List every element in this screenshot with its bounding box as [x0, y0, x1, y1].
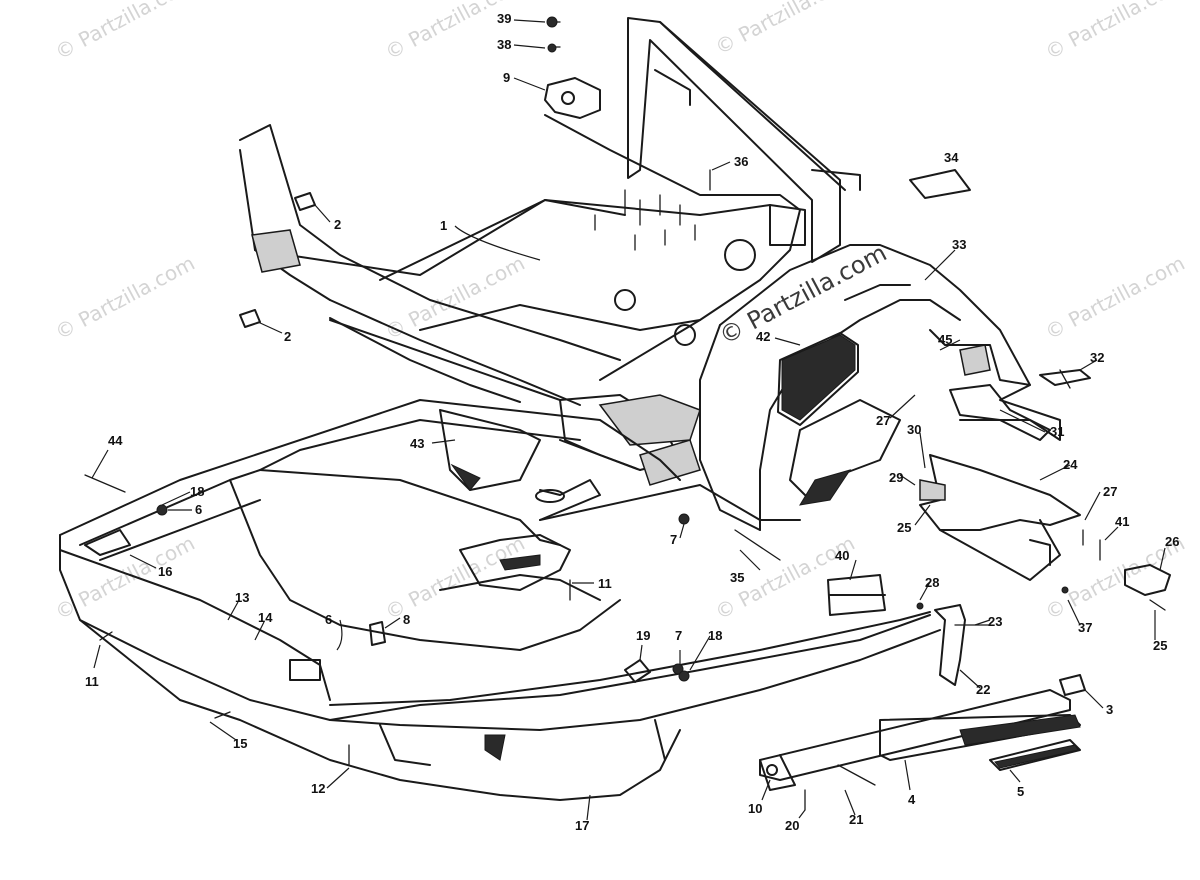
callout-5: 5 — [1017, 784, 1024, 799]
callout-14: 14 — [258, 610, 273, 625]
callout-31: 31 — [1050, 424, 1064, 439]
rear-tunnel — [699, 244, 1091, 531]
callout-labels: 1 2 2 3 4 5 6 6 7 7 8 9 10 11 11 12 13 1… — [85, 11, 1179, 833]
callout-6: 6 — [325, 612, 332, 627]
callout-16: 16 — [158, 564, 172, 579]
watermark-layer: © Partzilla.com © Partzilla.com © Partzi… — [51, 0, 1189, 624]
callout-19: 19 — [636, 628, 650, 643]
watermark: © Partzilla.com — [381, 0, 529, 64]
callout-11: 11 — [598, 576, 612, 591]
callout-12: 12 — [311, 781, 325, 796]
headlight — [544, 16, 601, 119]
callout-leaders — [91, 19, 1166, 821]
callout-37: 37 — [1078, 620, 1092, 635]
callout-27: 27 — [1103, 484, 1117, 499]
callout-20: 20 — [785, 818, 799, 833]
callout-17: 17 — [575, 818, 589, 833]
rear-bracket — [919, 454, 1171, 596]
callout-29: 29 — [889, 470, 903, 485]
callout-23: 23 — [988, 614, 1002, 629]
watermark: © Partzilla.com — [1041, 251, 1189, 345]
callout-4: 4 — [908, 792, 916, 807]
callout-1: 1 — [440, 218, 447, 233]
callout-7: 7 — [675, 628, 682, 643]
callout-28: 28 — [925, 575, 939, 590]
callout-13: 13 — [235, 590, 249, 605]
watermark: © Partzilla.com — [381, 251, 529, 345]
callout-32: 32 — [1090, 350, 1104, 365]
callout-10: 10 — [748, 801, 762, 816]
running-boards — [759, 574, 1086, 791]
watermark: © Partzilla.com — [711, 0, 859, 59]
callout-21: 21 — [849, 812, 863, 827]
callout-22: 22 — [976, 682, 990, 697]
decal — [909, 169, 971, 199]
callout-44: 44 — [108, 433, 123, 448]
callout-30: 30 — [907, 422, 921, 437]
callout-40: 40 — [835, 548, 849, 563]
callout-11: 11 — [85, 674, 99, 689]
watermark: © Partzilla.com — [1041, 0, 1189, 64]
callout-6: 6 — [195, 502, 202, 517]
watermark-center: © Partzilla.com — [715, 239, 892, 351]
callout-18: 18 — [708, 628, 722, 643]
watermark: © Partzilla.com — [51, 251, 199, 345]
callout-42: 42 — [756, 329, 770, 344]
callout-38: 38 — [497, 37, 511, 52]
callout-8: 8 — [403, 612, 410, 627]
callout-36: 36 — [734, 154, 748, 169]
callout-15: 15 — [233, 736, 247, 751]
hardware — [84, 169, 1166, 811]
callout-39: 39 — [497, 11, 511, 26]
frame-tunnel — [239, 17, 861, 486]
callout-3: 3 — [1106, 702, 1113, 717]
callout-34: 34 — [944, 150, 959, 165]
callout-33: 33 — [952, 237, 966, 252]
callout-18: 18 — [190, 484, 204, 499]
belly-pan — [59, 399, 941, 801]
callout-24: 24 — [1063, 457, 1078, 472]
watermark: © Partzilla.com — [51, 531, 199, 625]
callout-35: 35 — [730, 570, 744, 585]
callout-2: 2 — [284, 329, 291, 344]
callout-25: 25 — [897, 520, 911, 535]
callout-45: 45 — [938, 332, 952, 347]
callout-2: 2 — [334, 217, 341, 232]
callout-26: 26 — [1165, 534, 1179, 549]
callout-41: 41 — [1115, 514, 1129, 529]
callout-27: 27 — [876, 413, 890, 428]
callout-43: 43 — [410, 436, 424, 451]
callout-9: 9 — [503, 70, 510, 85]
callout-7: 7 — [670, 532, 677, 547]
watermark: © Partzilla.com — [51, 0, 199, 64]
callout-25: 25 — [1153, 638, 1167, 653]
